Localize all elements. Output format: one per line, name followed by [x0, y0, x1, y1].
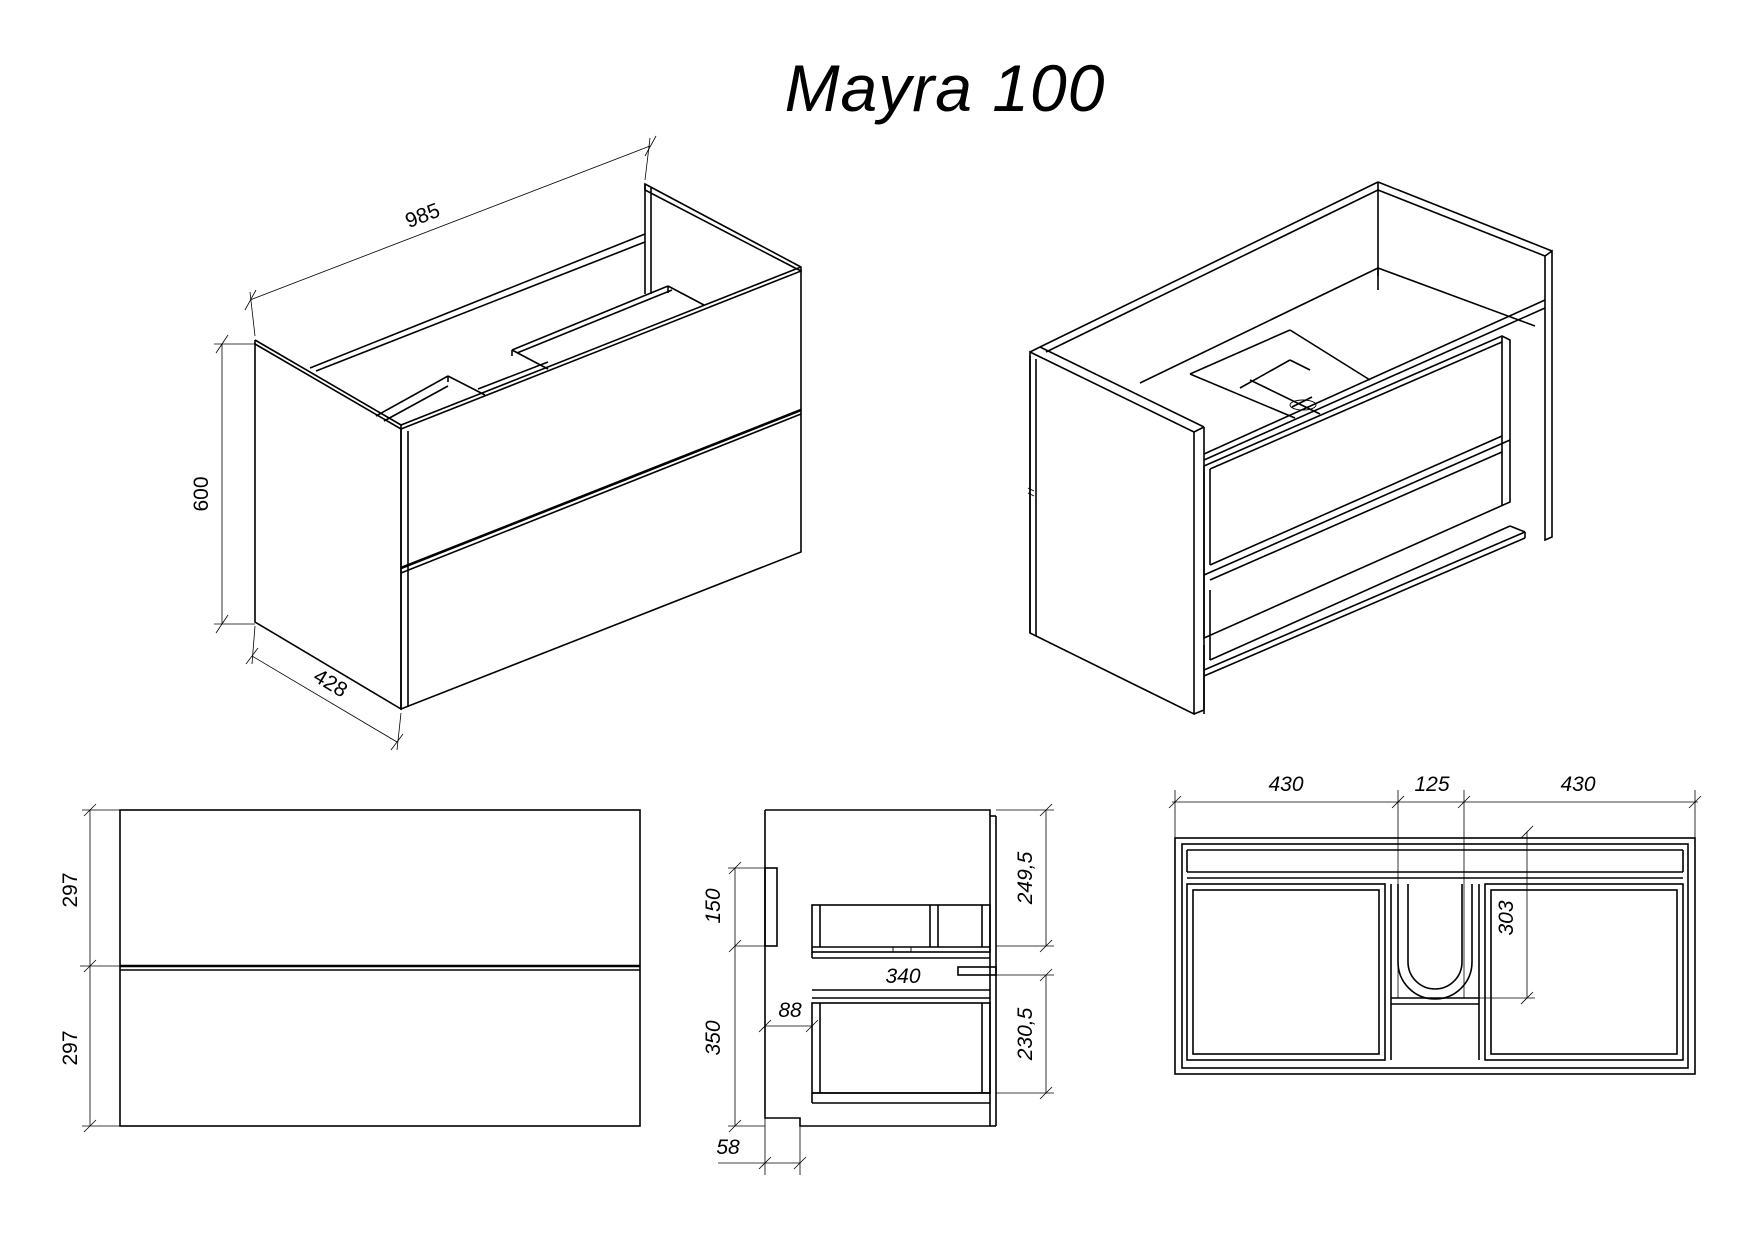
dim-side-249-label: 249,5	[1014, 851, 1037, 905]
dim-side-230-label: 230,5	[1014, 1007, 1037, 1061]
front-view: 297 297	[59, 803, 641, 1133]
dim-height-label: 600	[190, 476, 213, 511]
dim-top-mid-label: 125	[1414, 773, 1449, 796]
dim-front-bottom-label: 297	[59, 1030, 82, 1065]
dim-side-340-label: 340	[885, 965, 920, 988]
dim-top-depth-label: 303	[1495, 900, 1518, 935]
dim-top-right-label: 430	[1560, 773, 1595, 796]
dim-side-58-label: 58	[716, 1136, 740, 1159]
iso-view-closed: 985 600 428	[190, 135, 802, 751]
dim-side-88-label: 88	[778, 999, 802, 1022]
dim-side-150-label: 150	[702, 888, 725, 923]
dim-front-top-label: 297	[59, 872, 82, 907]
iso-view-open	[1027, 181, 1553, 716]
dim-top-left-label: 430	[1268, 773, 1303, 796]
top-view: 430 125 430 303	[1168, 773, 1702, 1075]
side-view: 150 350 58 88 340 249,5 230,5	[702, 803, 1054, 1175]
dim-depth-label: 428	[309, 665, 351, 703]
dim-side-350-label: 350	[702, 1020, 725, 1055]
page-title: Mayra 100	[784, 51, 1106, 125]
